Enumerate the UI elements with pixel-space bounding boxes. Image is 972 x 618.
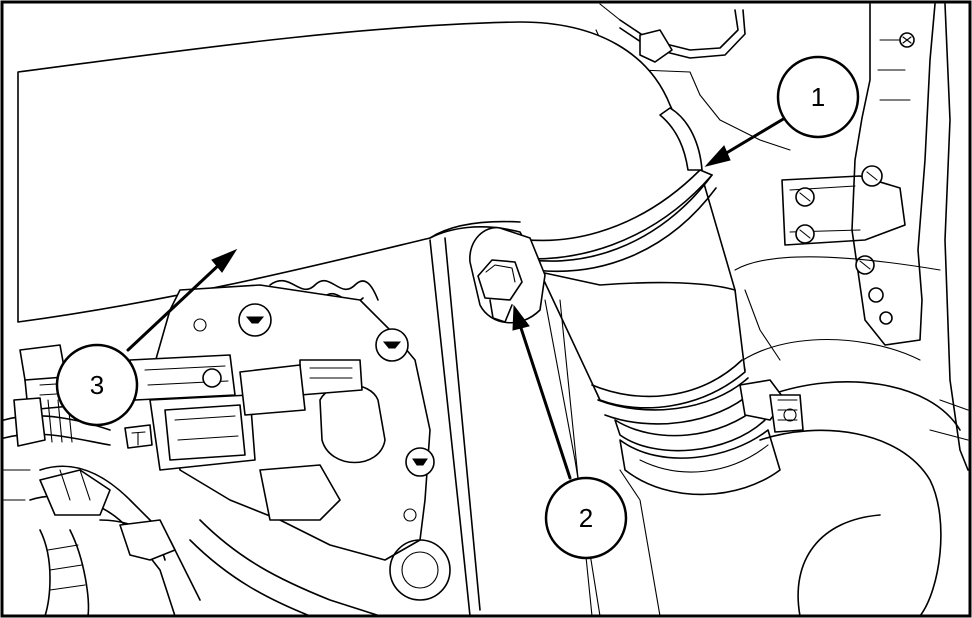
- callout-label-1: 1: [811, 82, 825, 112]
- leader-arrow-3: [211, 248, 238, 273]
- callout-1: 1: [776, 55, 860, 139]
- callout-2: 2: [544, 476, 628, 560]
- leader-arrow-1: [704, 145, 731, 167]
- coupler-hose: [539, 271, 804, 496]
- leader-line-3: [126, 260, 224, 352]
- leader-arrow-2: [512, 304, 530, 331]
- leader-line-2: [518, 323, 572, 480]
- callout-leaders: [126, 116, 787, 480]
- throttle-body-assembly: [124, 279, 435, 561]
- bracket-bolt: [469, 226, 546, 324]
- callout-circle-1: [776, 55, 860, 139]
- callout-label-2: 2: [579, 503, 593, 533]
- callout-circle-3: [55, 343, 139, 427]
- mounting-plate: [429, 237, 661, 617]
- right-side-bracket: [781, 3, 969, 471]
- callout-3: 3: [55, 343, 139, 427]
- leader-line-1: [716, 116, 787, 160]
- callout-circle-2: [544, 476, 628, 560]
- callout-label-3: 3: [90, 370, 104, 400]
